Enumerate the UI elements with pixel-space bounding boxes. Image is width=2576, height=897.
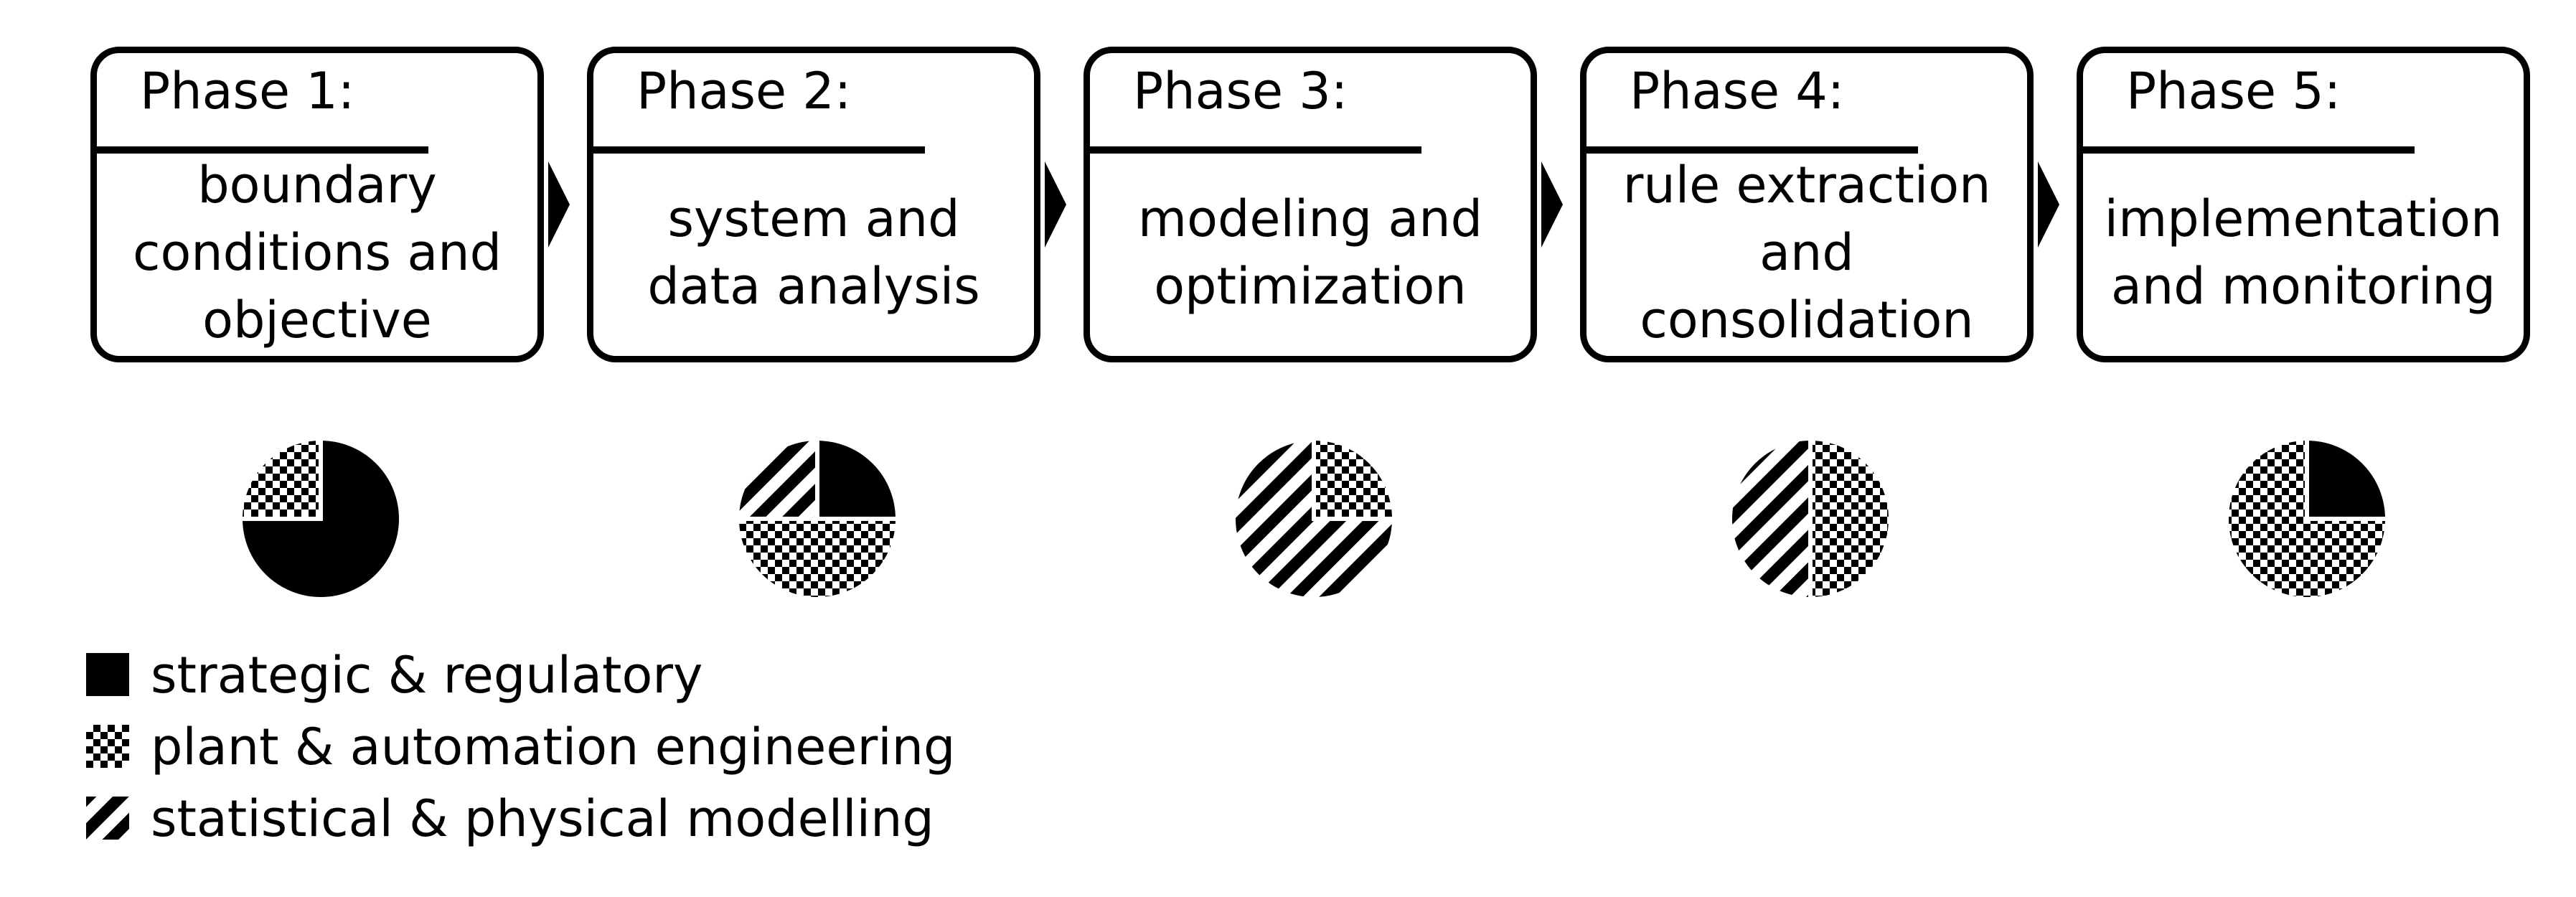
phase-label: Phase 5:: [2126, 62, 2341, 121]
legend-swatch-plant: [86, 725, 129, 768]
phase-arrow-4-5: [2038, 161, 2059, 248]
pie-phase-2: [734, 436, 901, 601]
phase-box-1: Phase 1: boundary conditions and objectiv…: [90, 47, 544, 362]
pie-slice-plant: [1312, 436, 1397, 521]
phase-label: Phase 4:: [1630, 62, 1845, 121]
phase-arrow-3-4: [1541, 161, 1563, 248]
phase-pie-charts: [238, 436, 2390, 602]
pie-phase-4: [1728, 436, 1893, 602]
legend-swatch-statistical: [86, 797, 129, 840]
phase-description: implementation and monitoring: [2104, 189, 2503, 316]
pie-slice-statistical: [1728, 436, 1813, 602]
phase-divider: [1090, 146, 1421, 154]
phase-arrow-2-3: [1045, 161, 1066, 248]
pie-phase-5: [2224, 436, 2390, 601]
pie-slice-strategic: [815, 436, 901, 521]
phase-description: modeling and optimization: [1137, 189, 1483, 316]
legend-label-plant: plant & automation engineering: [151, 718, 956, 776]
phase-description: boundary conditions and objective: [132, 156, 502, 349]
pie-slice-statistical: [1231, 436, 1397, 601]
pie-slice-plant: [734, 517, 901, 601]
phase-box-4: Phase 4: rule extraction and consolidatio…: [1580, 47, 2034, 362]
phase-box-3: Phase 3: modeling and optimization: [1083, 47, 1537, 362]
pie-slice-plant: [238, 436, 323, 521]
pie-slice-statistical: [734, 436, 819, 521]
phase-divider: [1587, 146, 1918, 154]
pie-slice-plant: [1808, 436, 1893, 602]
phase-arrows: [548, 161, 2059, 248]
legend-label-statistical: statistical & physical modelling: [151, 789, 934, 848]
pie-phase-1: [238, 436, 403, 601]
pie-slice-plant: [2224, 436, 2390, 601]
phase-label: Phase 2:: [636, 62, 852, 121]
phase-label: Phase 3:: [1133, 62, 1348, 121]
phase-description: rule extraction and consolidation: [1622, 156, 1991, 349]
phase-box-5: Phase 5: implementation and monitoring: [2077, 47, 2530, 362]
legend-label-strategic: strategic & regulatory: [151, 646, 703, 705]
pie-slice-strategic: [2305, 436, 2390, 521]
phase-label: Phase 1:: [140, 62, 355, 121]
phase-divider: [593, 146, 925, 154]
phase-box-2: Phase 2: system and data analysis: [587, 47, 1040, 362]
legend-swatches: [86, 653, 129, 840]
phase-divider: [97, 146, 428, 154]
phase-description: system and data analysis: [647, 189, 980, 316]
phase-divider: [2083, 146, 2415, 154]
legend-swatch-strategic: [86, 653, 129, 696]
pie-phase-3: [1231, 436, 1397, 601]
phase-arrow-1-2: [548, 161, 570, 248]
